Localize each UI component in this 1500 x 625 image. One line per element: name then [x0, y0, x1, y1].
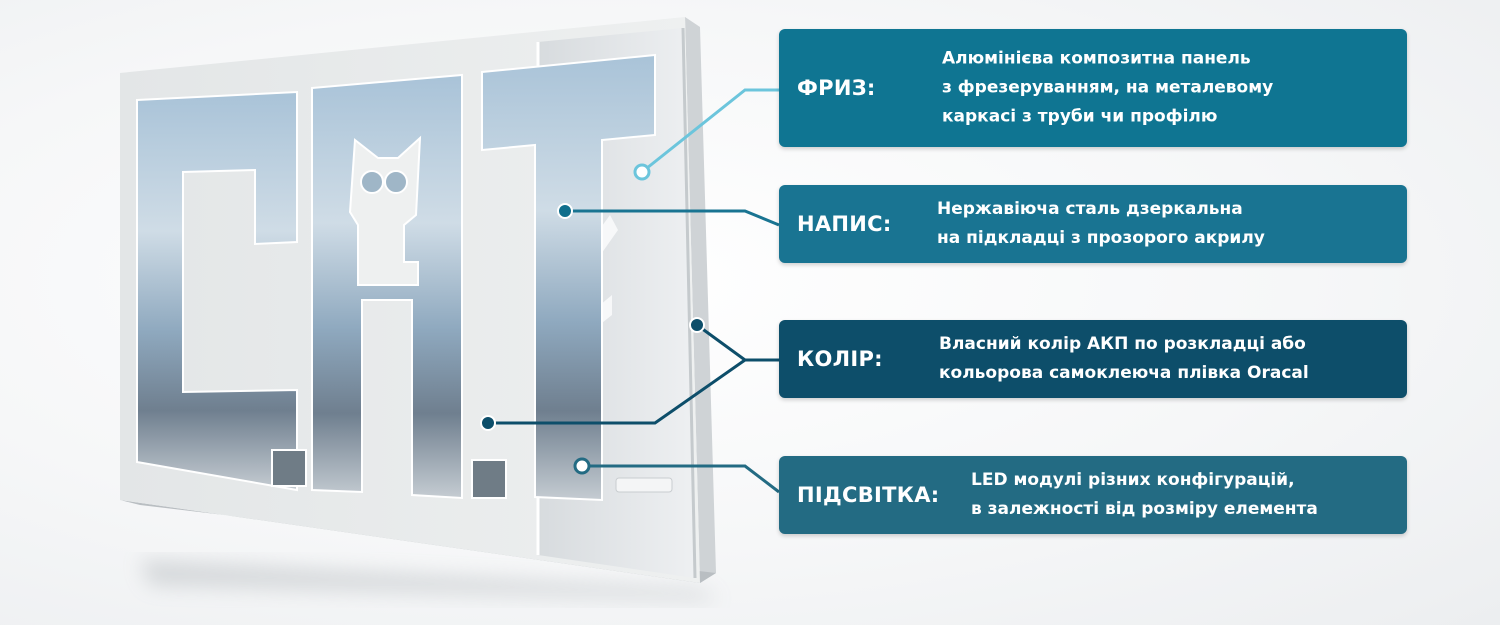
cat-eye	[384, 170, 408, 194]
leader-color-b	[488, 358, 746, 425]
box-right-edge	[685, 17, 716, 583]
callout-label: КОЛІР:	[797, 347, 883, 371]
letter-c	[136, 90, 298, 492]
callout-description: LED модулі різних конфігурацій, в залежн…	[971, 470, 1318, 519]
callout-backlight: ПІДСВІТКА: LED модулі різних конфігураці…	[779, 456, 1407, 534]
cat-eye	[360, 170, 384, 194]
cat-head-cutout	[348, 135, 422, 286]
marker-color	[689, 317, 705, 333]
callout-frieze: ФРИЗ: Алюмінієва композитна панель з фре…	[779, 29, 1407, 147]
marker-lettering	[557, 203, 573, 219]
dot	[471, 459, 507, 499]
callout-label: НАПИС:	[797, 212, 892, 236]
callout-description: Алюмінієва композитна панель з фрезерува…	[942, 48, 1274, 127]
letter-h	[311, 73, 463, 500]
callout-color: КОЛІР: Власний колір АКП по розкладці аб…	[779, 320, 1407, 398]
marker-backlight	[573, 457, 591, 475]
leader-backlight	[582, 464, 780, 494]
callout-lettering: НАПИС: Нержавіюча сталь дзеркальна на пі…	[779, 185, 1407, 263]
leader-lettering	[565, 209, 780, 227]
callout-description: Нержавіюча сталь дзеркальна на підкладці…	[937, 199, 1265, 248]
callout-label: ФРИЗ:	[797, 76, 876, 100]
box-shadow	[140, 560, 720, 600]
led-module	[615, 477, 673, 493]
letter-t	[481, 53, 656, 502]
callout-label: ПІДСВІТКА:	[797, 483, 940, 507]
marker-color	[480, 415, 496, 431]
dot	[271, 449, 307, 487]
marker-frieze	[633, 163, 651, 181]
callout-description: Власний колір АКП по розкладці або кольо…	[939, 334, 1309, 383]
leader-frieze	[641, 88, 779, 174]
